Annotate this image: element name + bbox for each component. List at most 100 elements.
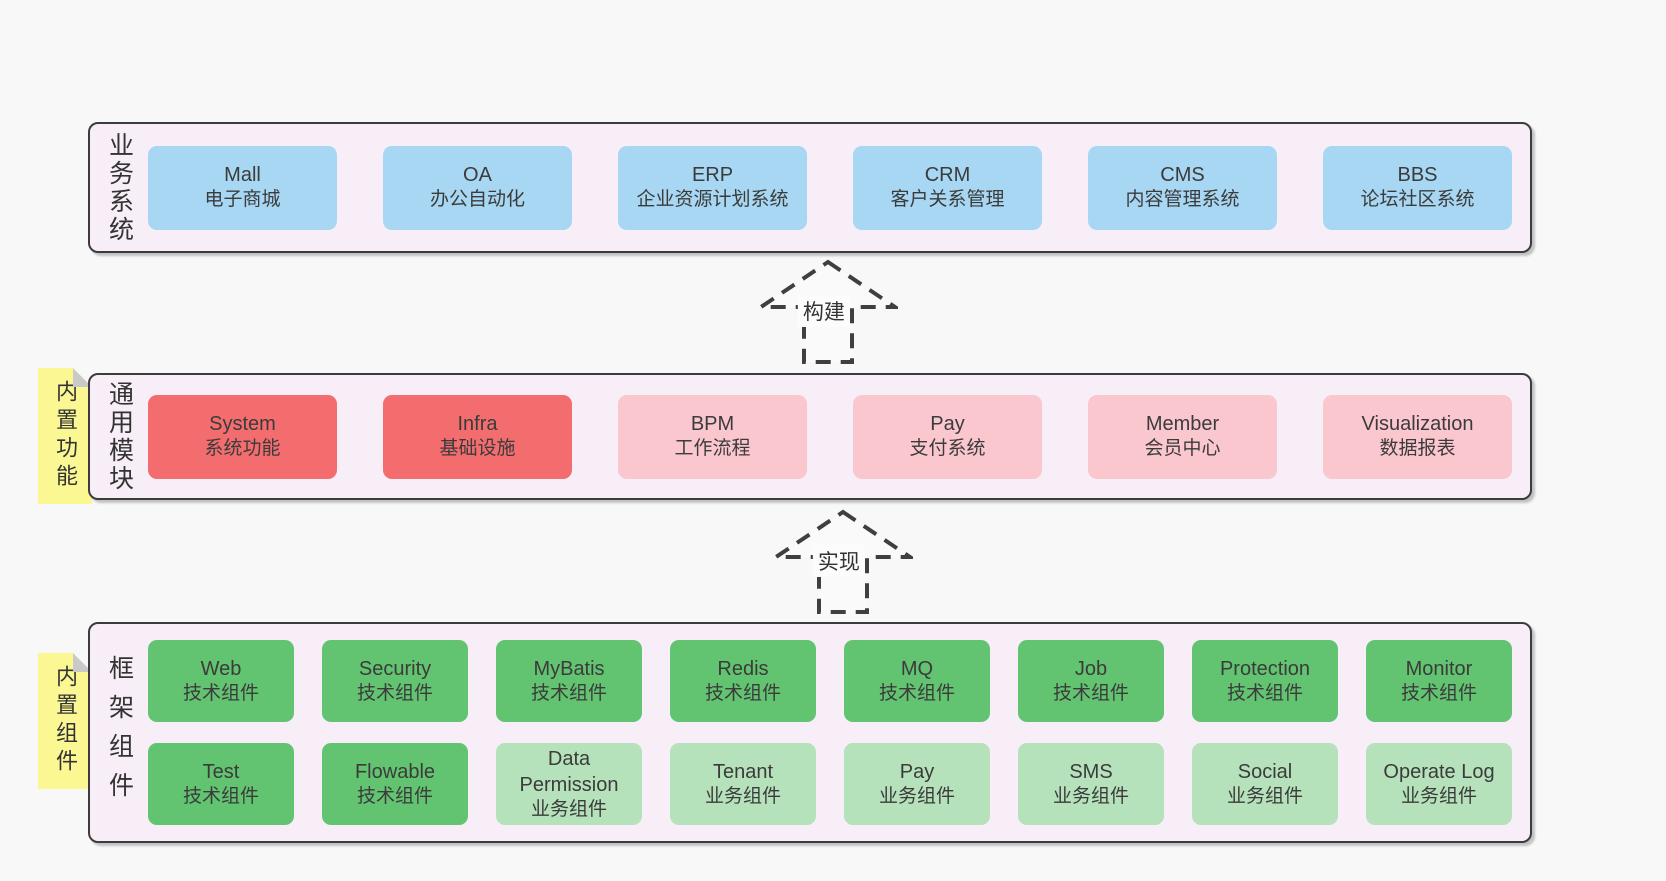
module-title: Test [202,760,240,783]
module-subtitle: 业务组件 [1226,785,1303,807]
module-subtitle: 技术组件 [182,682,259,704]
module-subtitle: 技术组件 [356,785,433,807]
module-subtitle: 技术组件 [704,682,781,704]
module-title: Mall [224,164,261,187]
module-subtitle: 内容管理系统 [1125,189,1240,211]
module-subtitle: 数据报表 [1379,438,1456,460]
module-title: Security [358,657,432,680]
module-subtitle: 企业资源计划系统 [636,189,789,211]
module-subtitle: 技术组件 [1226,682,1303,704]
module-subtitle: 技术组件 [1400,682,1477,704]
layer-side-label: 业务系统 [90,132,148,244]
module-title: CMS [1160,164,1205,187]
module-title: MyBatis [533,657,605,680]
module-title: CRM [924,164,971,187]
module-title: Job [1074,657,1108,680]
module-title: ERP [691,164,734,187]
layer-title-framework-components: 框架组件 [105,654,134,811]
module-title: Data Permission [519,747,619,796]
module-title: Visualization [1361,413,1474,436]
module-title: Redis [717,657,769,680]
module-subtitle: 会员中心 [1144,438,1221,460]
dashed-up-arrow-implement: 实现 [773,509,913,615]
module-subtitle: 支付系统 [909,438,986,460]
module-title: Flowable [354,760,436,783]
module-subtitle: 业务组件 [1052,785,1129,807]
module-subtitle: 论坛社区系统 [1360,189,1475,211]
module-subtitle: 电子商城 [204,189,281,211]
layer-side-label: 框架组件 [90,655,148,811]
module-title: SMS [1069,760,1113,783]
module-title: Pay [930,413,965,436]
module-subtitle: 系统功能 [204,438,281,460]
module-title: Member [1145,413,1220,436]
module-title: Operate Log [1383,760,1495,783]
arrow-label-build: 构建 [797,295,850,327]
module-subtitle: 技术组件 [182,785,259,807]
module-title: OA [463,164,492,187]
module-subtitle: 业务组件 [878,785,955,807]
layer-side-label: 通用模块 [90,381,148,493]
module-title: MQ [900,657,934,680]
sticky-note-label: 内置功能 [53,380,78,492]
module-subtitle: 工作流程 [674,438,751,460]
module-title: BPM [690,413,735,436]
module-subtitle: 技术组件 [356,682,433,704]
sticky-note-built-in-features: 内置功能 [38,368,92,504]
module-subtitle: 业务组件 [1400,785,1477,807]
module-subtitle: 业务组件 [530,798,607,820]
module-subtitle: 技术组件 [530,682,607,704]
module-title: BBS [1397,164,1438,187]
module-subtitle: 客户关系管理 [890,189,1005,211]
dashed-up-arrow-build: 构建 [758,259,898,365]
module-title: Pay [899,760,935,783]
module-subtitle: 技术组件 [878,682,955,704]
module-title: Monitor [1405,657,1473,680]
module-title: System [209,413,276,436]
module-subtitle: 办公自动化 [429,189,525,211]
module-subtitle: 技术组件 [1052,682,1129,704]
sticky-note-label: 内置组件 [53,665,78,777]
module-title: Tenant [712,760,774,783]
module-title: Web [200,657,242,680]
layer-title-common-modules: 通用模块 [105,380,134,493]
arrow-label-implement: 实现 [812,545,865,577]
sticky-note-built-in-components: 内置组件 [38,653,92,789]
module-subtitle: 基础设施 [439,438,516,460]
